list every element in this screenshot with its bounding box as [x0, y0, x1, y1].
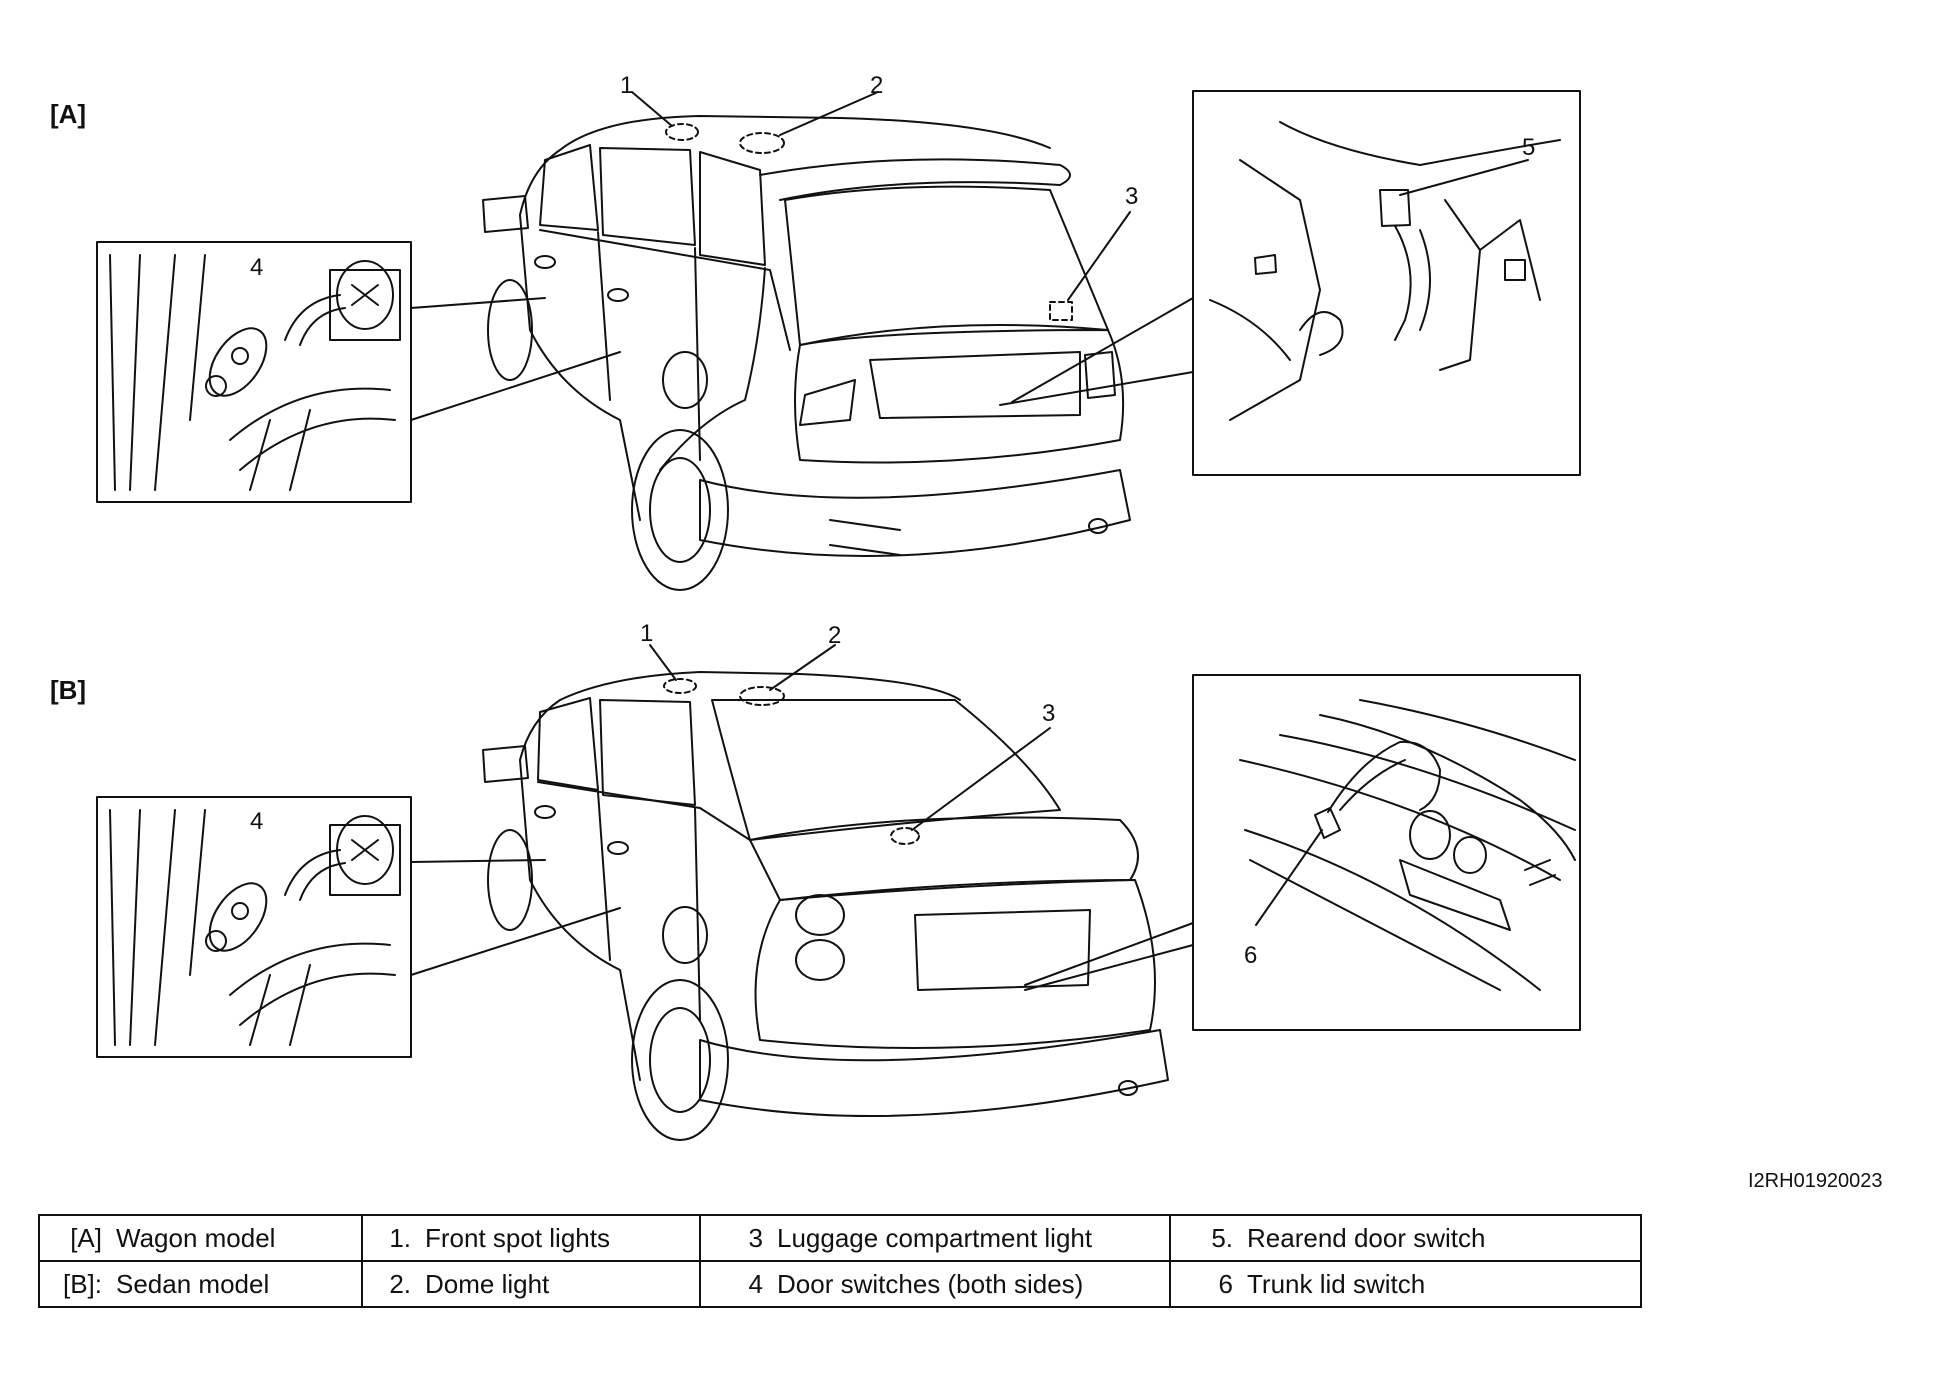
wagon-car-drawing — [482, 115, 1131, 591]
callout-b-3: 3 — [1042, 700, 1056, 727]
callout-a-5: 5 — [1522, 134, 1536, 161]
callout-a-4: 4 — [250, 254, 264, 281]
legend-cell: 5. Rearend door switch — [1169, 1214, 1642, 1262]
legend-cell: 4 Door switches (both sides) — [699, 1260, 1171, 1308]
legend-text: Wagon model — [116, 1222, 276, 1253]
sedan-trunk-switch-inset — [1239, 699, 1576, 991]
legend-text: Dome light — [425, 1268, 550, 1299]
callout-a-3: 3 — [1125, 183, 1139, 210]
legend-text: Door switches (both sides) — [777, 1268, 1084, 1299]
callout-a-1: 1 — [620, 72, 634, 99]
section-a-tag: [A] — [50, 99, 87, 129]
legend-cell: 3 Luggage compartment light — [699, 1214, 1171, 1262]
legend-key: 5. — [1211, 1222, 1233, 1253]
callout-b-4: 4 — [250, 808, 264, 835]
wagon-door-switch-inset — [109, 254, 401, 491]
legend-text: Sedan model — [116, 1268, 270, 1299]
legend-table: [A] Wagon model 1. Front spot lights 3 Lugg… — [38, 1214, 1642, 1308]
wagon-rear-switch-inset — [1209, 121, 1561, 421]
legend-cell: 2. Dome light — [361, 1260, 701, 1308]
legend-cell: 6 Trunk lid switch — [1169, 1260, 1642, 1308]
legend-text: Front spot lights — [425, 1222, 610, 1253]
legend-cell: 1. Front spot lights — [361, 1214, 701, 1262]
legend-key: [B]: — [62, 1268, 102, 1299]
legend-row: [A] Wagon model 1. Front spot lights 3 Lugg… — [38, 1214, 1642, 1262]
callout-a-2: 2 — [870, 72, 884, 99]
legend-cell: [B]: Sedan model — [38, 1260, 363, 1308]
legend-text: Luggage compartment light — [777, 1222, 1093, 1253]
legend-text: Rearend door switch — [1247, 1222, 1486, 1253]
legend-key: 1. — [389, 1222, 411, 1253]
sedan-door-switch-inset — [109, 809, 401, 1046]
legend-key: 3 — [748, 1222, 763, 1253]
legend-key: 6 — [1218, 1268, 1233, 1299]
sedan-light-markers — [663, 678, 920, 845]
wagon-light-markers — [665, 123, 1073, 321]
legend-text: Trunk lid switch — [1247, 1268, 1426, 1299]
figure-code: I2RH01920023 — [1748, 1170, 1883, 1192]
callout-b-1: 1 — [640, 620, 654, 647]
callout-b-6: 6 — [1244, 942, 1258, 969]
legend-cell: [A] Wagon model — [38, 1214, 363, 1262]
legend-key: [A] — [70, 1222, 102, 1253]
callout-b-2: 2 — [828, 622, 842, 649]
legend-key: 4 — [748, 1268, 763, 1299]
legend-key: 2. — [389, 1268, 411, 1299]
legend-row: [B]: Sedan model 2. Dome light 4 Door switc… — [38, 1260, 1642, 1308]
sedan-car-drawing — [482, 671, 1169, 1141]
section-b-tag: [B] — [50, 675, 87, 705]
